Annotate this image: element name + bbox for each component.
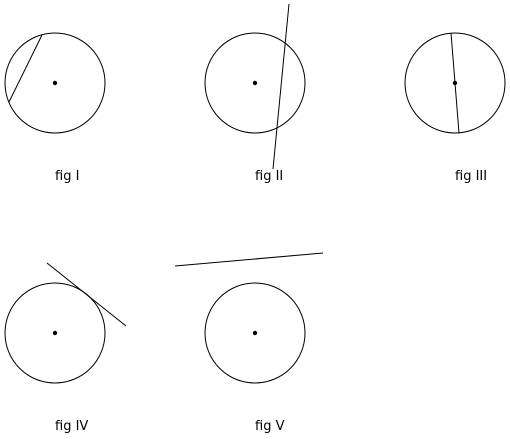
secant-line <box>272 3 290 170</box>
figure-4-tangent: fig IV <box>4 262 127 434</box>
circle-4 <box>4 282 106 384</box>
caption-fig-3: fig III <box>455 169 487 184</box>
diameter-line <box>450 32 460 134</box>
figure-1-chord: fig I <box>4 32 106 184</box>
center-point-2 <box>252 80 258 86</box>
circle-3 <box>404 32 506 134</box>
figure-3-diameter: fig III <box>404 32 506 184</box>
chord-line <box>8 34 43 103</box>
caption-fig-4: fig IV <box>55 419 88 434</box>
figure-2-secant: fig II <box>204 3 306 184</box>
figure-5-non-intersecting: fig V <box>174 252 324 434</box>
center-point-1 <box>52 80 58 86</box>
caption-fig-1: fig I <box>55 169 79 184</box>
circle-1 <box>4 32 106 134</box>
center-point-4 <box>52 330 58 336</box>
circle-5 <box>204 282 306 384</box>
caption-fig-5: fig V <box>255 419 285 434</box>
center-point-5 <box>252 330 258 336</box>
external-line <box>174 252 324 267</box>
caption-fig-2: fig II <box>255 169 283 184</box>
tangent-line <box>46 262 127 327</box>
circle-2 <box>204 32 306 134</box>
